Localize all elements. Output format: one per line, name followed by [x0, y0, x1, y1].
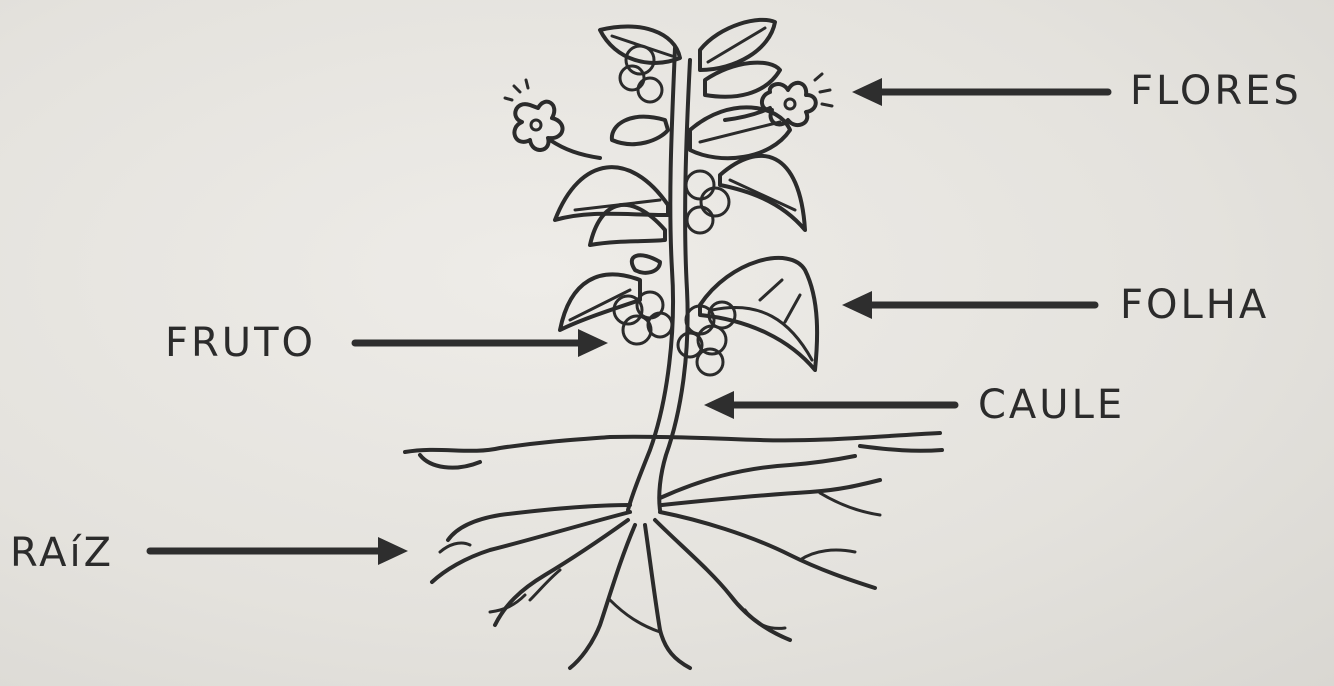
label-fruto: FRUTO	[165, 320, 316, 366]
label-raiz: RAíZ	[10, 530, 114, 576]
arrow-fruto	[355, 329, 608, 357]
labels: FLORES FOLHA FRUTO CAULE RAíZ	[10, 68, 1302, 576]
arrow-raiz	[150, 537, 408, 565]
arrow-flores	[852, 78, 1108, 106]
label-folha: FOLHA	[1120, 282, 1269, 328]
label-caule: CAULE	[978, 382, 1125, 428]
arrow-folha	[842, 291, 1095, 319]
flowers	[505, 74, 832, 158]
label-flores: FLORES	[1130, 68, 1302, 114]
arrow-caule	[704, 391, 955, 419]
roots	[432, 456, 880, 668]
